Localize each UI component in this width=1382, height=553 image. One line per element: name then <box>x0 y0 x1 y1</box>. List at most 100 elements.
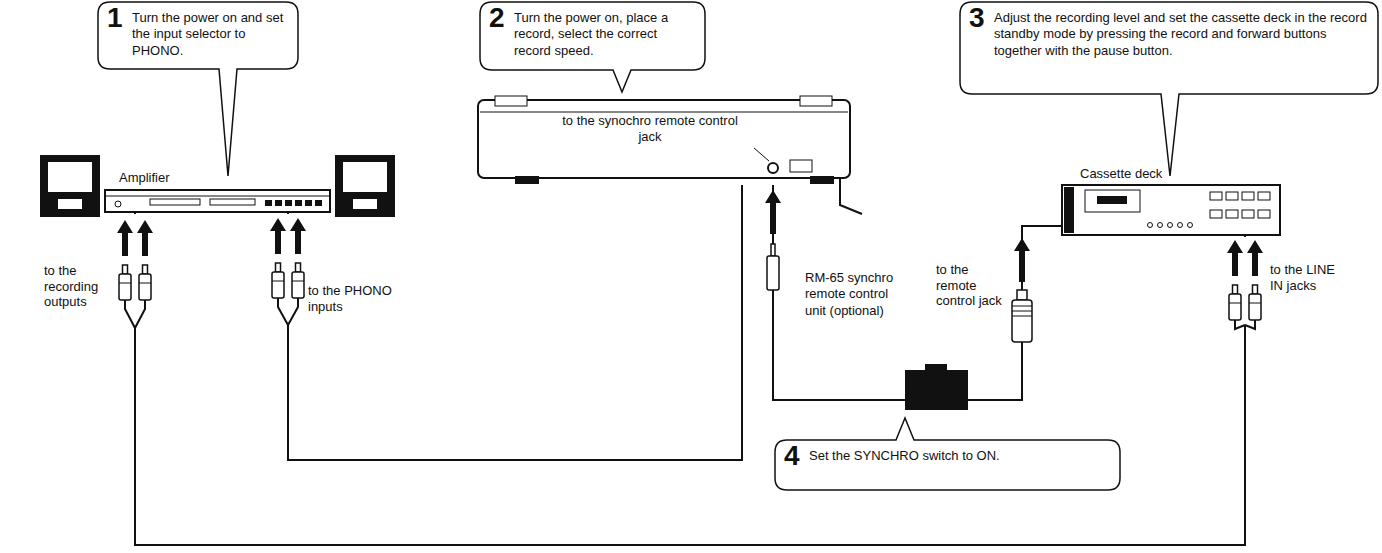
cable <box>968 226 1062 400</box>
plug-band <box>139 283 151 284</box>
direction-arrow <box>1227 240 1243 276</box>
speaker-port <box>353 199 377 209</box>
amplifier-body <box>105 190 330 212</box>
callout-outline <box>480 2 705 92</box>
callout-outline <box>775 440 1120 490</box>
direction-arrow <box>1014 238 1030 282</box>
plug-cable <box>1235 320 1245 329</box>
plug-tip <box>276 263 281 272</box>
amplifier-display <box>210 199 255 205</box>
deck-button <box>1148 223 1153 228</box>
plug-cable <box>278 298 288 325</box>
deck-meter <box>1242 192 1254 200</box>
connection-label: to the PHONO inputs <box>308 283 413 314</box>
amplifier-knob <box>115 201 121 207</box>
turntable-foot <box>810 176 834 184</box>
device-label: Amplifier <box>119 170 170 186</box>
remote-plug-grip <box>1012 316 1032 317</box>
plug-tip <box>123 265 128 274</box>
plug-band <box>292 281 304 282</box>
cable <box>288 185 742 460</box>
deck-button <box>1178 223 1183 228</box>
plug-cable <box>288 298 298 325</box>
power-cord <box>840 178 862 214</box>
connection-label: to the LINE IN jacks <box>1270 262 1350 293</box>
direction-arrow <box>765 190 781 234</box>
turntable-body <box>478 100 850 178</box>
amplifier-button <box>305 200 312 206</box>
amplifier-button <box>265 200 272 206</box>
speaker-cabinet <box>40 155 100 217</box>
amplifier-button <box>275 200 282 206</box>
callout-text: Turn the power on, place a record, selec… <box>514 2 705 67</box>
turntable-hinge <box>800 96 832 106</box>
plug-tip <box>296 263 301 272</box>
plug-body <box>119 274 131 300</box>
amplifier-display <box>150 199 200 205</box>
speaker-panel <box>48 162 92 192</box>
remote-control-unit: RM-65 synchro remote control unit (optio… <box>905 370 968 410</box>
synchro-jack <box>768 163 778 173</box>
mini-plug-body <box>767 256 779 290</box>
amplifier-trim <box>105 196 330 197</box>
deck-button <box>1188 223 1193 228</box>
callout-outline <box>960 2 1378 176</box>
callout-text: Adjust the recording level and set the c… <box>994 2 1378 67</box>
deck-control <box>1258 210 1270 218</box>
speaker-panel <box>343 162 387 192</box>
direction-arrow <box>117 220 133 256</box>
callout-bubble: 4Set the SYNCHRO switch to ON. <box>775 440 1120 490</box>
plug-band <box>119 283 131 284</box>
device-label: Cassette deck <box>1080 166 1162 182</box>
callout-number: 2 <box>489 4 505 32</box>
jack-label: to the synochro remote control jack <box>550 113 750 146</box>
direction-arrow <box>270 218 286 254</box>
deck-meter <box>1258 192 1270 200</box>
plug-body <box>272 272 284 298</box>
deck-button <box>1168 223 1173 228</box>
turntable-hinge <box>495 96 527 106</box>
remote-plug-grip <box>1012 306 1032 307</box>
callout-bubble: 2 Turn the power on, place a record, sele… <box>480 2 705 70</box>
direction-arrow <box>137 220 153 256</box>
deck-button <box>1158 223 1163 228</box>
plug-tip <box>1253 285 1258 294</box>
deck-body <box>1062 185 1280 235</box>
device-label: RM-65 synchro remote control unit (optio… <box>805 270 901 319</box>
amplifier-button <box>285 200 292 206</box>
direction-arrow <box>1247 240 1263 276</box>
deck-meter <box>1226 192 1238 200</box>
plug-body <box>139 274 151 300</box>
leader-line <box>754 148 769 161</box>
plug-cable <box>135 300 145 328</box>
callout-bubble: 1Turn the power on and set the input sel… <box>98 2 298 69</box>
callout-number: 3 <box>969 4 985 32</box>
callout-bubble: 3 Adjust the recording level and set the … <box>960 2 1378 94</box>
remote-plug-tip <box>1017 290 1027 300</box>
remote-unit-body <box>905 370 968 410</box>
callout-text: Turn the power on and set the input sele… <box>132 2 298 67</box>
deck-control <box>1242 210 1254 218</box>
cassette-deck: Cassette deck <box>1062 185 1280 235</box>
amplifier-button <box>295 200 302 206</box>
callout-outline <box>775 418 1120 490</box>
turntable: to the synochro remote control jack <box>478 95 850 185</box>
direction-arrow <box>290 218 306 254</box>
plug-band <box>1249 303 1261 304</box>
plug-band <box>272 281 284 282</box>
plug-cable <box>1245 320 1255 329</box>
connection-label: to the remote control jack <box>936 262 1010 309</box>
plug-tip <box>1233 285 1238 294</box>
deck-control <box>1210 210 1222 218</box>
remote-plug-grip <box>1012 311 1032 312</box>
cable-gap <box>1241 237 1249 325</box>
speaker-cabinet <box>335 155 395 217</box>
plug-tip <box>143 265 148 274</box>
callout-text: Set the SYNCHRO switch to ON. <box>809 440 1120 472</box>
cassette-window <box>1085 190 1140 212</box>
speaker-port <box>58 199 82 209</box>
remote-plug-body <box>1012 300 1032 342</box>
plug-cable <box>125 300 135 328</box>
mini-plug-tip <box>771 244 775 256</box>
